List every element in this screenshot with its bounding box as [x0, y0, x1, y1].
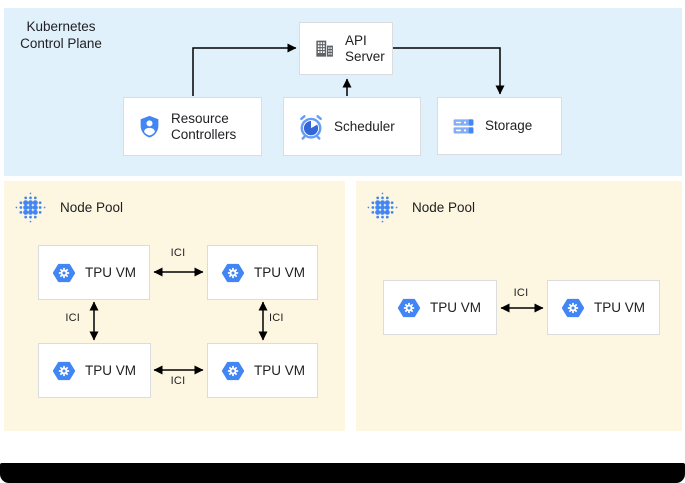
control-plane-title: Kubernetes Control Plane [20, 19, 102, 51]
tpu-vm-box-2: TPU VM [207, 245, 318, 300]
node-pool-1: Node Pool TPU VM TPU VM TPU VM TPU VM [4, 181, 345, 431]
ici-label: ICI [170, 375, 186, 387]
node-pool-2-header: Node Pool [366, 191, 475, 224]
dotted-cluster-icon [366, 191, 399, 224]
tpu-vm-box-5: TPU VM [383, 280, 497, 335]
tpu-vm-box-4: TPU VM [207, 343, 318, 398]
tpu-vm-box-6: TPU VM [547, 280, 660, 335]
scheduler-box: Scheduler [283, 97, 421, 156]
storage-box: Storage [437, 97, 562, 155]
tpu-vm-label: TPU VM [430, 299, 482, 315]
tpu-vm-label: TPU VM [85, 264, 137, 280]
tpu-hexagon-icon [52, 361, 76, 381]
ici-label: ICI [65, 312, 80, 324]
building-icon [313, 37, 336, 60]
tpu-vm-label: TPU VM [254, 264, 306, 280]
tpu-vm-box-3: TPU VM [38, 343, 151, 398]
ici-label: ICI [170, 247, 186, 259]
tpu-hexagon-icon [221, 361, 245, 381]
tpu-vm-label: TPU VM [85, 362, 137, 378]
node-pool-1-label: Node Pool [60, 200, 124, 215]
alarm-clock-icon [297, 113, 325, 141]
ici-label: ICI [269, 312, 284, 324]
ici-label: ICI [513, 287, 529, 299]
storage-label: Storage [485, 118, 533, 133]
resource-controllers-label: Resource Controllers [171, 110, 237, 142]
resource-controllers-box: Resource Controllers [123, 97, 262, 156]
tpu-hexagon-icon [221, 263, 245, 283]
stacked-disks-icon [451, 114, 476, 139]
tpu-hexagon-icon [52, 263, 76, 283]
dotted-cluster-icon [14, 191, 47, 224]
tpu-vm-box-1: TPU VM [38, 245, 150, 300]
api-server-label: API Server [345, 32, 385, 64]
node-pool-2-label: Node Pool [412, 200, 476, 215]
node-pool-1-header: Node Pool [14, 191, 123, 224]
api-server-box: API Server [299, 22, 393, 75]
tpu-hexagon-icon [397, 298, 421, 318]
shield-user-icon [137, 114, 162, 139]
tpu-vm-label: TPU VM [254, 362, 306, 378]
node-pool-2: Node Pool TPU VM TPU VM [356, 181, 682, 431]
tpu-hexagon-icon [561, 298, 585, 318]
control-plane-section: Kubernetes Control Plane API Server Reso… [4, 8, 682, 176]
scheduler-label: Scheduler [334, 118, 395, 134]
bottom-bar [0, 463, 685, 483]
tpu-vm-label: TPU VM [594, 299, 646, 315]
